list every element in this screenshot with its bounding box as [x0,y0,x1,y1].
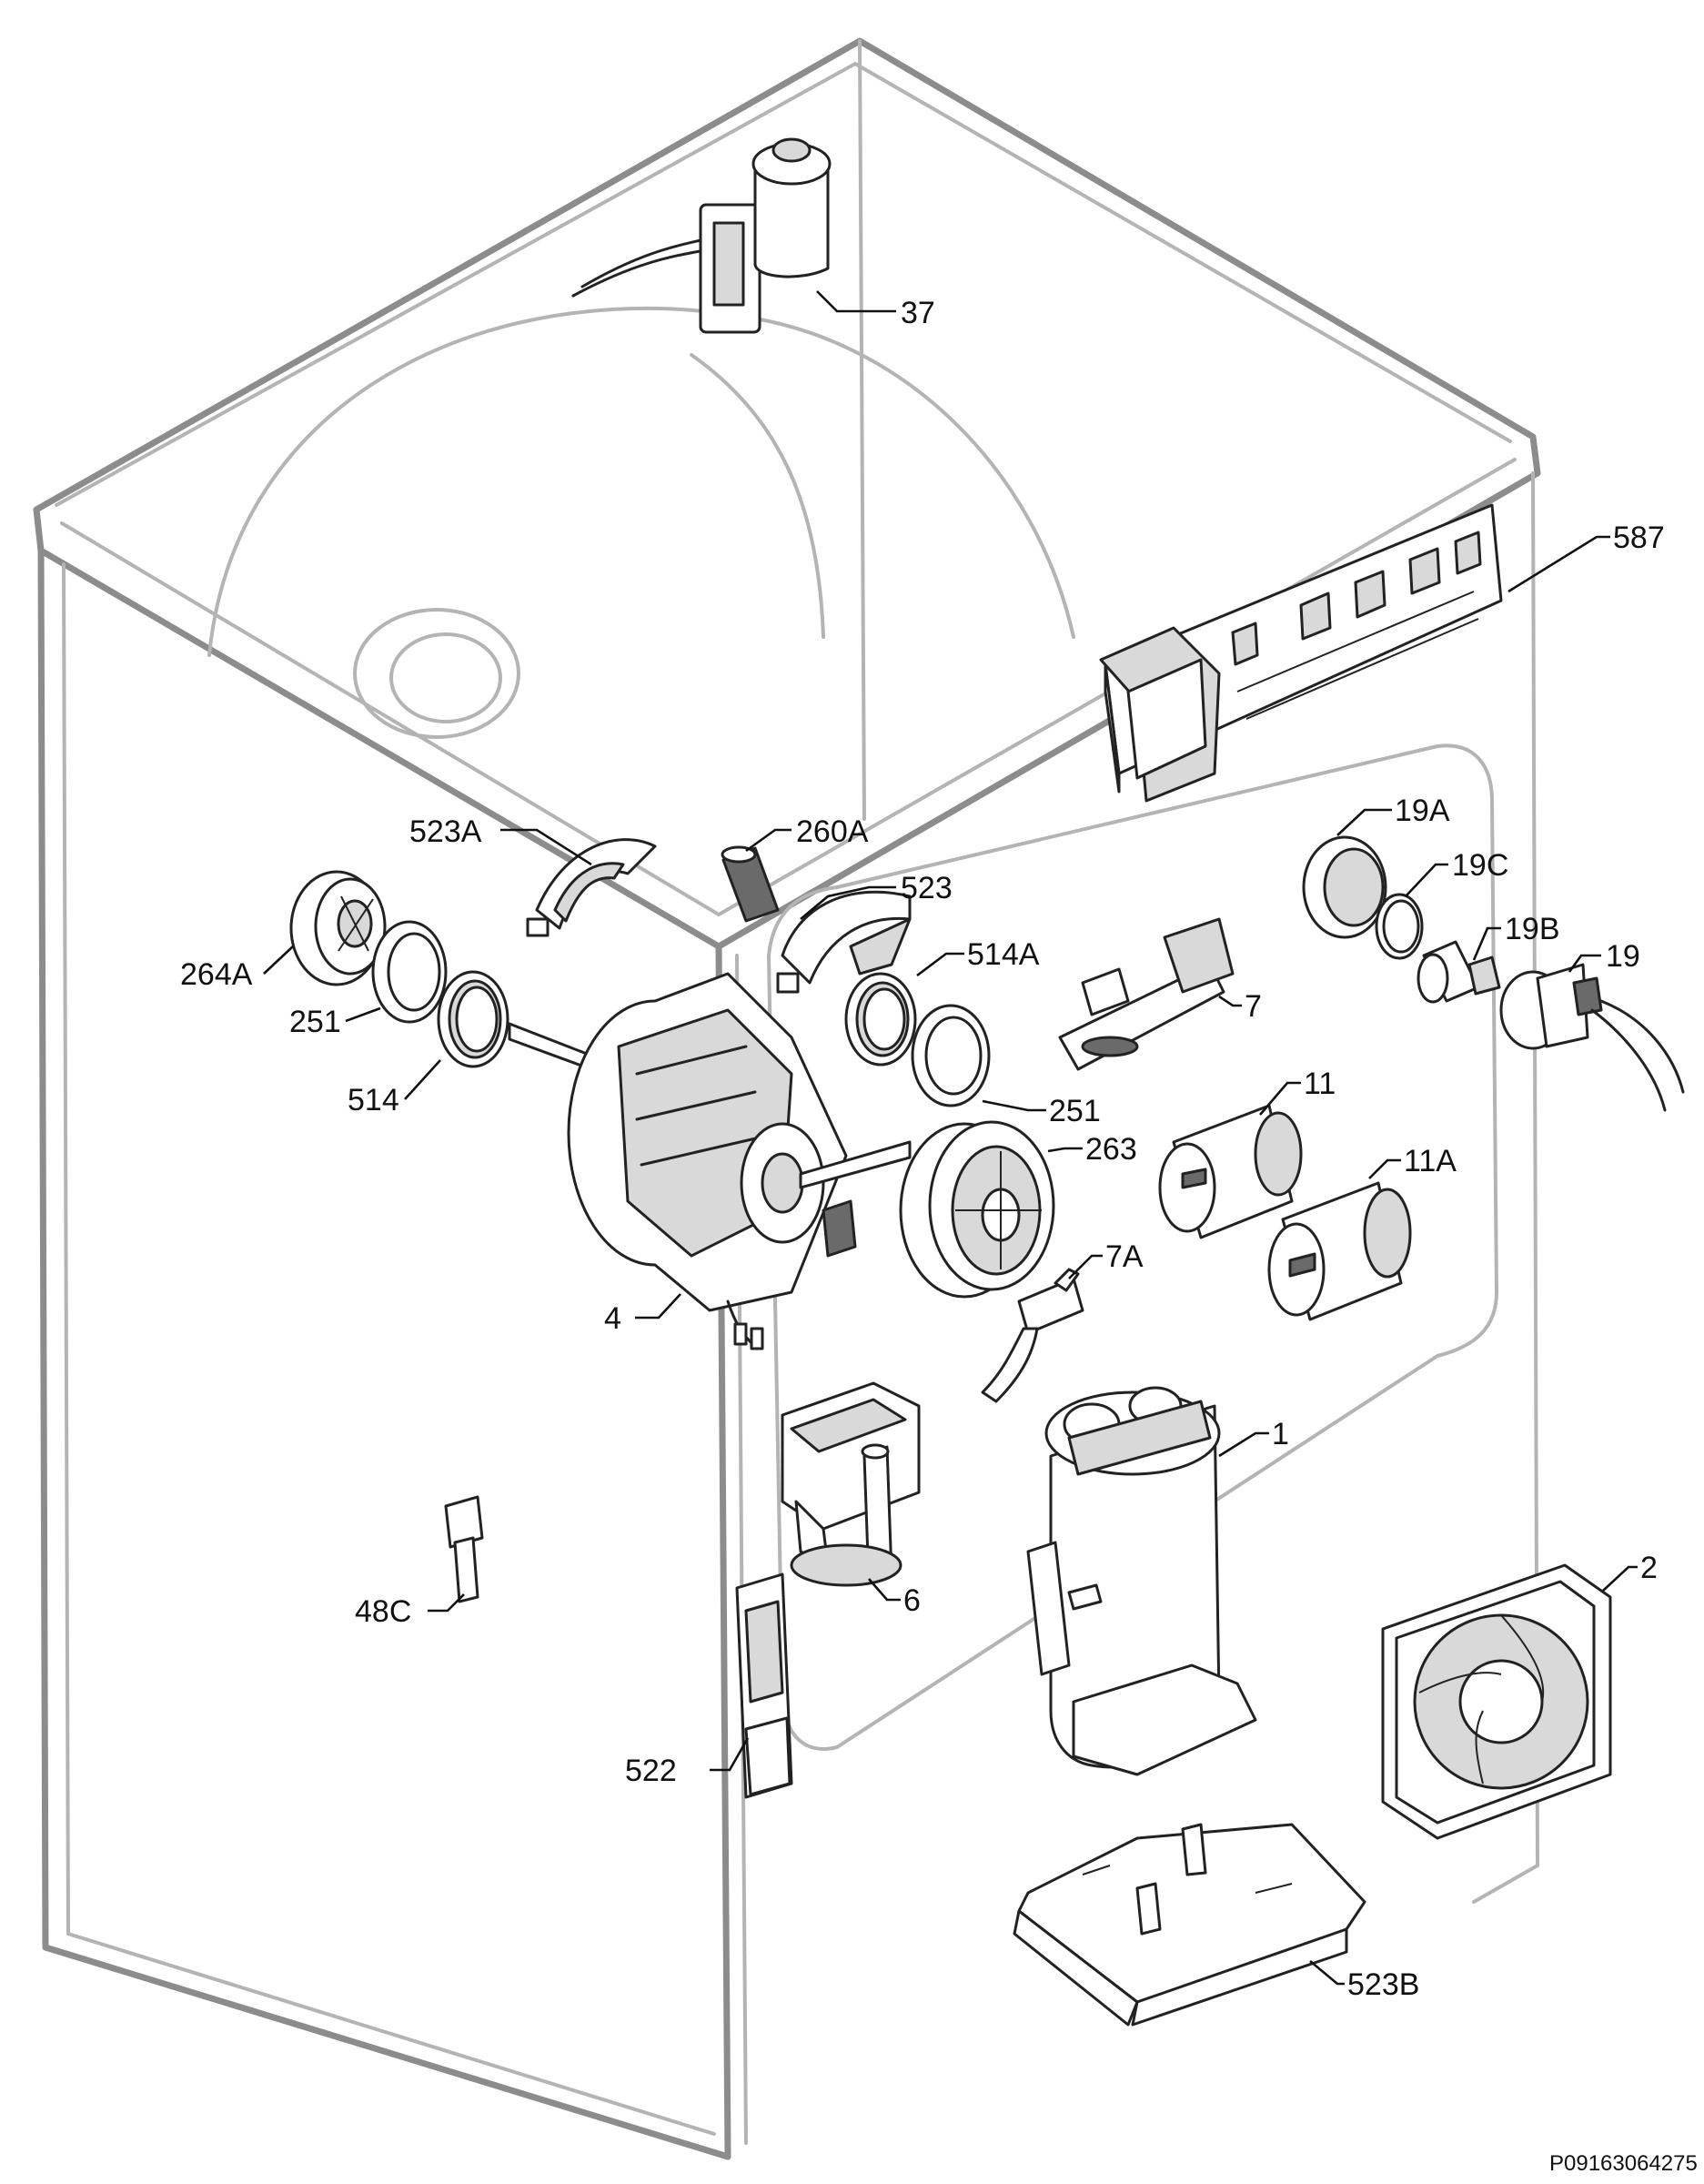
part-514A-ring [844,972,917,1067]
label-4: 4 [604,1301,621,1336]
label-514: 514 [348,1083,399,1117]
part-7-door-switch [1058,917,1235,1071]
part-1-compressor [1026,1386,1257,1776]
part-4-motor [508,972,912,1350]
part-2-fan [1381,1563,1612,1840]
label-251-right: 251 [1049,1094,1101,1128]
label-11A: 11A [1404,1144,1457,1178]
part-48C-connector [444,1495,484,1603]
part-263-pulley [899,1120,1055,1299]
label-251-left: 251 [289,1005,341,1039]
part-260A-spring [721,845,780,923]
part-11-capacitor [1158,1104,1303,1239]
label-19B: 19B [1505,912,1560,946]
label-11: 11 [1304,1067,1336,1101]
label-264A: 264A [180,957,253,992]
part-19-valve [1499,963,1685,1112]
part-523B-base-plate [1013,1823,1366,2027]
diagram-reference-code: P09163064275 [1549,2151,1698,2176]
label-19C: 19C [1452,848,1508,883]
part-6-pump [781,1381,921,1587]
label-7A: 7A [1105,1239,1144,1274]
label-37: 37 [901,296,935,330]
label-587: 587 [1613,521,1665,555]
part-11A-capacitor [1267,1181,1412,1321]
part-514-ring-left [437,970,509,1068]
part-19A-cap [1302,835,1387,939]
part-251-ring-right [911,1004,991,1107]
label-263: 263 [1085,1132,1137,1167]
label-19A: 19A [1395,794,1450,828]
label-7: 7 [1245,989,1262,1024]
part-587-control-board [1099,503,1503,803]
label-48C: 48C [355,1594,411,1629]
label-6: 6 [903,1583,921,1618]
label-19: 19 [1606,939,1640,974]
label-523: 523 [901,871,953,905]
label-522: 522 [625,1754,677,1788]
part-522-holder [735,1572,793,1799]
label-2: 2 [1640,1551,1658,1585]
label-1: 1 [1272,1417,1289,1451]
part-523-bracket [776,890,912,994]
label-523B: 523B [1347,1967,1419,2002]
label-260A: 260A [796,814,869,849]
part-labels: 37 587 523A 260A 523 19A 19C 19B 19 264A… [180,296,1665,2002]
part-37-interference-filter [571,137,832,334]
label-523A: 523A [409,814,482,849]
label-514A: 514A [967,937,1040,972]
part-251-ring-left [371,920,448,1024]
part-19C-o-ring [1375,893,1424,960]
leader-lines [263,290,1638,1986]
part-523A-bracket [526,838,657,937]
part-7A-microswitch [981,1268,1084,1403]
part-264A-pulley [289,870,387,986]
part-19B-sensor [1417,940,1501,1004]
